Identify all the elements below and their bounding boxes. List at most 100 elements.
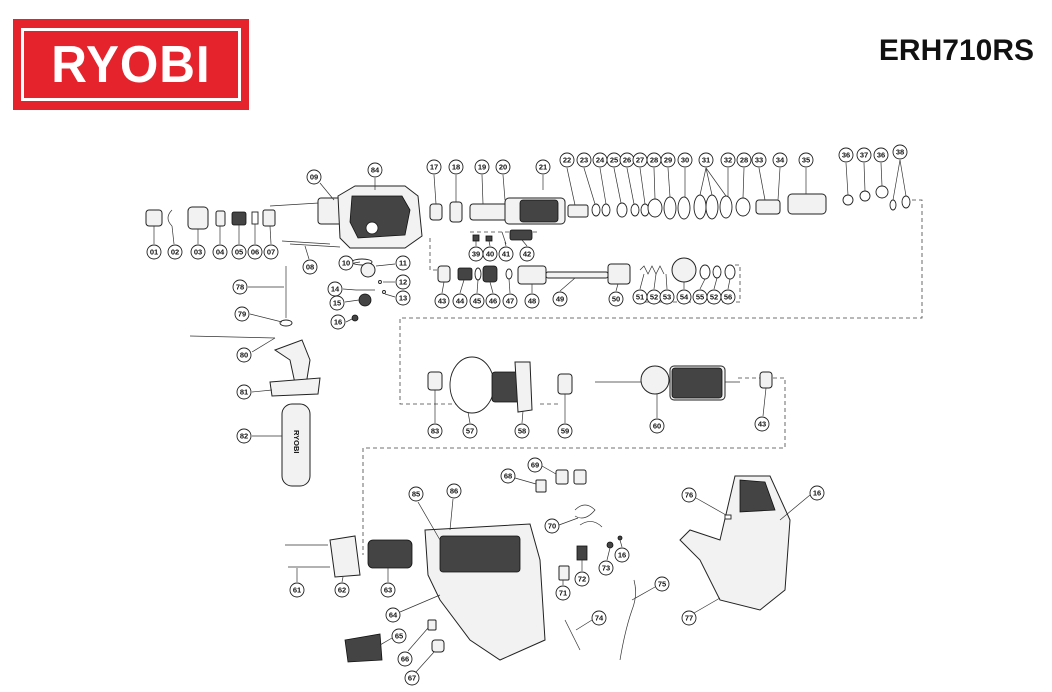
svg-text:63: 63 [384, 586, 392, 595]
svg-text:43: 43 [438, 297, 446, 306]
callout-65: 65 [379, 628, 407, 646]
callout-54: 54 [676, 282, 692, 305]
callout-02: 02 [167, 225, 183, 260]
callout-55: 55 [692, 278, 708, 305]
svg-text:77: 77 [685, 614, 693, 623]
svg-text:54: 54 [680, 293, 689, 302]
callout-45: 45 [469, 279, 485, 309]
callout-61: 61 [289, 568, 305, 598]
callout-14: 14 [327, 281, 357, 297]
callout-57: 57 [462, 411, 478, 439]
callout-16a: 16 [330, 314, 353, 330]
callout-74: 74 [575, 610, 607, 631]
handle-housing [679, 475, 791, 611]
svg-text:22: 22 [563, 156, 571, 165]
svg-text:66: 66 [401, 655, 409, 664]
callout-22: 22 [559, 152, 576, 206]
small-hardware [351, 229, 533, 322]
callout-29: 29 [660, 152, 676, 198]
svg-text:69: 69 [531, 461, 539, 470]
callout-19: 19 [474, 159, 490, 205]
callout-03: 03 [190, 229, 206, 260]
svg-text:40: 40 [486, 250, 494, 259]
armature-assembly [427, 356, 773, 414]
callout-12: 12 [383, 274, 411, 290]
svg-text:13: 13 [399, 294, 407, 303]
svg-text:03: 03 [194, 248, 202, 257]
piston-cylinder-parts [429, 185, 911, 225]
callout-80: 80 [236, 337, 276, 363]
svg-text:50: 50 [612, 295, 620, 304]
callout-72: 72 [574, 560, 590, 587]
svg-text:26: 26 [623, 156, 631, 165]
svg-text:46: 46 [489, 297, 497, 306]
svg-text:42: 42 [523, 250, 531, 259]
svg-text:04: 04 [216, 248, 225, 257]
svg-text:14: 14 [331, 285, 340, 294]
svg-text:11: 11 [399, 259, 407, 268]
callout-17: 17 [426, 159, 442, 205]
svg-text:52: 52 [710, 293, 718, 302]
svg-text:86: 86 [450, 487, 458, 496]
svg-text:28: 28 [650, 156, 658, 165]
callout-78: 78 [232, 279, 284, 295]
callout-79: 79 [234, 306, 283, 323]
motor-housing-assembly [285, 523, 546, 663]
svg-text:72: 72 [578, 575, 586, 584]
callout-67: 67 [404, 651, 435, 686]
svg-text:44: 44 [456, 297, 465, 306]
callout-62: 62 [334, 576, 350, 598]
svg-text:47: 47 [506, 297, 514, 306]
svg-text:30: 30 [681, 156, 689, 165]
svg-text:62: 62 [338, 586, 346, 595]
callout-04: 04 [212, 226, 228, 260]
svg-text:83: 83 [431, 427, 439, 436]
svg-text:45: 45 [473, 297, 481, 306]
svg-text:33: 33 [755, 156, 763, 165]
callout-32: 32 [720, 152, 736, 196]
svg-text:64: 64 [389, 611, 398, 620]
callout-11: 11 [375, 255, 411, 271]
svg-text:20: 20 [499, 163, 507, 172]
gear-housing [337, 185, 423, 249]
svg-text:76: 76 [685, 491, 693, 500]
model-number: ERH710RS [878, 34, 1034, 67]
svg-text:85: 85 [412, 490, 420, 499]
svg-text:35: 35 [802, 156, 810, 165]
callout-35: 35 [798, 152, 814, 194]
callout-46: 46 [485, 281, 501, 309]
svg-text:59: 59 [561, 427, 569, 436]
svg-text:55: 55 [696, 293, 704, 302]
ryobi-logo-text: RYOBI [51, 35, 211, 94]
svg-text:07: 07 [267, 248, 275, 257]
callout-59: 59 [557, 394, 573, 439]
callout-82: 82 [236, 428, 282, 444]
callout-56: 56 [720, 278, 736, 305]
svg-text:01: 01 [150, 248, 158, 257]
callout-34: 34 [772, 152, 788, 201]
callout-68: 68 [500, 468, 537, 485]
svg-text:52: 52 [650, 293, 658, 302]
svg-text:25: 25 [610, 156, 618, 165]
callout-30: 30 [677, 152, 693, 197]
callout-43a: 43 [434, 281, 450, 309]
svg-text:15: 15 [333, 299, 341, 308]
callout-84: 84 [367, 162, 383, 190]
callout-23: 23 [576, 152, 596, 205]
callout-31: 31 [698, 152, 727, 197]
svg-text:10: 10 [342, 259, 350, 268]
svg-text:49: 49 [556, 295, 564, 304]
svg-text:79: 79 [238, 310, 246, 319]
callout-27: 27 [632, 152, 648, 205]
callout-70: 70 [544, 517, 579, 534]
callout-63: 63 [380, 568, 396, 598]
ryobi-logo-frame: RYOBI [21, 28, 241, 101]
callout-69: 69 [527, 457, 557, 475]
svg-text:36: 36 [877, 151, 885, 160]
svg-text:60: 60 [653, 422, 661, 431]
svg-text:41: 41 [502, 250, 510, 259]
callout-01: 01 [146, 226, 162, 260]
svg-text:51: 51 [636, 293, 644, 302]
